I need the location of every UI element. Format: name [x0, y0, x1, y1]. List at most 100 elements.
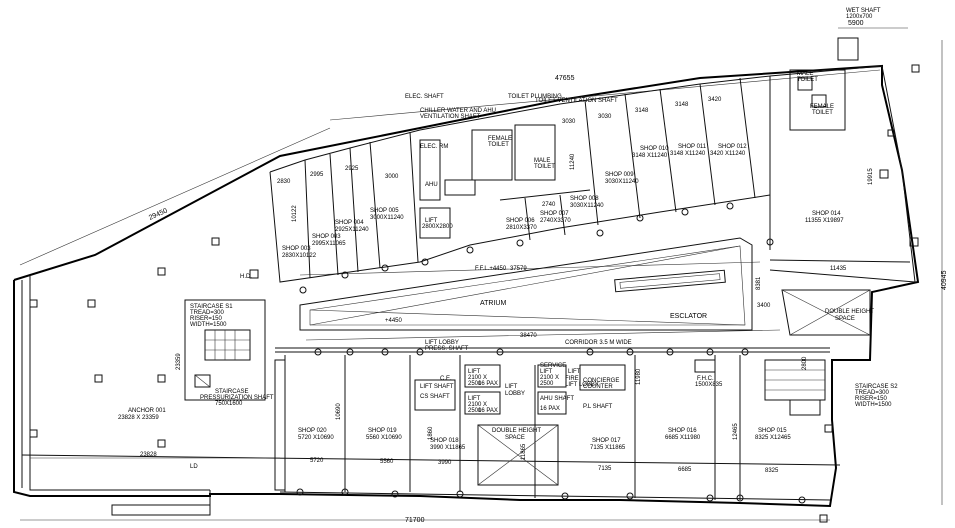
- shop-label: SHOP 004: [335, 220, 364, 226]
- dim-top-right: 5900: [848, 20, 864, 27]
- dimension-lines: [19, 27, 943, 521]
- lift-size2: 2500: [540, 381, 554, 387]
- elec-shaft-label: ELEC. SHAFT: [405, 94, 444, 100]
- lift-label: LIFT: [540, 369, 553, 375]
- dim-3148a: 3148: [635, 108, 649, 114]
- shop-label: SHOP 005: [370, 208, 399, 214]
- wet-shaft-size: 1200x700: [846, 14, 873, 20]
- chiller-label: CHILLER WATER AND AHU: [420, 108, 496, 114]
- shop-label: SHOP 014: [812, 211, 841, 217]
- dim-2995: 2995: [310, 172, 324, 178]
- dim-b-8325: 8325: [765, 468, 779, 474]
- chiller-label-b: VENTILATION SHAFT: [420, 114, 481, 120]
- dim-b-5560: 5560: [380, 459, 394, 465]
- shop-size: 3148 X11240: [670, 151, 706, 157]
- lift-size: 2100 X: [468, 375, 487, 381]
- shop-label: SHOP 011: [678, 144, 707, 150]
- shop-label: SHOP 003: [282, 246, 311, 252]
- lift-lobby-press-label: LIFT LOBBY: [425, 340, 459, 346]
- concierge-label: CONCIERGE: [583, 378, 619, 384]
- shop-size: 3000X11240: [370, 215, 404, 221]
- dim-10122: 10122: [292, 205, 298, 222]
- shop-label: SHOP 009: [605, 172, 634, 178]
- dim-11980: 11980: [636, 368, 642, 385]
- column-markers: [29, 64, 920, 523]
- double-height-label-b: SPACE: [505, 435, 525, 441]
- fire-lift-label-b: LIFT LOBBY: [565, 382, 599, 388]
- dim-3030b: 3030: [598, 114, 612, 120]
- ld-label: LD: [190, 464, 198, 470]
- fhc-label: F.H.C.: [697, 376, 714, 382]
- shop-size: 3030X11240: [605, 179, 639, 185]
- dim-3000: 3000: [385, 174, 399, 180]
- lift-pax: 16 PAX: [478, 381, 498, 387]
- dim-b-3990: 3990: [438, 460, 452, 466]
- lift-label: LIFT: [468, 369, 481, 375]
- dim-shop014-side: 19915: [868, 168, 874, 185]
- dim-2830: 2830: [277, 179, 291, 185]
- atrium: [299, 237, 871, 336]
- staircase-s1-riser: RISER=150: [190, 316, 223, 322]
- dim-2800: 2800: [802, 356, 808, 370]
- female-toilet-label: FEMALE: [488, 136, 512, 142]
- dim-12465: 12465: [733, 423, 739, 440]
- top-shops-block: [269, 37, 859, 283]
- shop-size: 2810X3370: [506, 225, 537, 231]
- dim-bottom-overall: 71700: [405, 517, 425, 524]
- ffl-label-2: +4450: [385, 318, 403, 324]
- lift-size: 2100 X: [468, 402, 487, 408]
- counter-label: COUNTER: [583, 384, 613, 390]
- shop-size: 23828 X 23359: [118, 415, 159, 421]
- service-lift-label-b: LIFT: [568, 369, 581, 375]
- fhc-size: 1500X835: [695, 382, 723, 388]
- shop-label: SHOP 017: [592, 438, 621, 444]
- toilet-plumbing-label: TOILET PLUMBING: [508, 94, 562, 100]
- press-shaft-label: PRESS. SHAFT: [425, 346, 469, 352]
- shop-label: SHOP 015: [758, 428, 787, 434]
- stair-press-label-c: 750X1600: [215, 401, 243, 407]
- shop-size: 8325 X12465: [755, 435, 791, 441]
- building-outline: [13, 64, 920, 516]
- lift-top-label: LIFT: [425, 218, 438, 224]
- lift-size2: 2500: [468, 408, 482, 414]
- ffl-label: F.F.L.+4450: [475, 266, 507, 272]
- dim-anchor-side: 23359: [176, 353, 182, 370]
- stair-press-label-b: PRESSURIZATION SHAFT: [200, 395, 274, 401]
- staircase-s2-riser: RISER=150: [855, 396, 888, 402]
- shop-size: 2925X11240: [335, 227, 369, 233]
- dim-10690: 10690: [336, 403, 342, 420]
- atrium-label: ATRIUM: [480, 300, 506, 307]
- dim-right-overall: 40945: [941, 270, 948, 290]
- dim-3400: 3400: [757, 303, 771, 309]
- cs-shaft-label: CS SHAFT: [420, 394, 450, 400]
- ce-shaft-label: C.E.: [440, 376, 452, 382]
- male-toilet-label-b: TOILET: [534, 164, 555, 170]
- ahu-label: AHU: [425, 182, 438, 188]
- female-toilet-label-b: TOILET: [488, 142, 509, 148]
- shop-size: 6685 X11980: [665, 435, 701, 441]
- shop-label: ANCHOR 001: [128, 408, 166, 414]
- dim-3148b: 3148: [675, 102, 689, 108]
- dim-11240: 11240: [570, 153, 576, 170]
- shop-size: 7135 X11865: [590, 445, 626, 451]
- staircase-s2-tread: TREAD=300: [855, 390, 890, 396]
- staircase-s2-width: WIDTH=1500: [855, 402, 892, 408]
- elec-rm-label: ELEC. RM: [420, 144, 448, 150]
- service-lift-label: SERVICE: [540, 363, 566, 369]
- hd-label: H.D.: [240, 274, 252, 280]
- shop-label: SHOP 020: [298, 428, 327, 434]
- shop-size: 5560 X10690: [366, 435, 402, 441]
- double-height-label: DOUBLE HEIGHT: [492, 428, 541, 434]
- labels: 47655 5900 40945 29450 71700 37579 38470…: [118, 8, 948, 524]
- lift-top-size: 2800X2800: [422, 224, 453, 230]
- lift-pax: 16 PAX: [540, 406, 560, 412]
- shop-014-block: [769, 65, 916, 283]
- dim-3420: 3420: [708, 97, 722, 103]
- shop-label: SHOP 008: [570, 196, 599, 202]
- corridor-label: CORRIDOR 3.5 M WIDE: [565, 340, 632, 346]
- lift-lobby-label: LIFT: [505, 384, 518, 390]
- dim-8381: 8381: [756, 276, 762, 290]
- shop-label: SHOP 019: [368, 428, 397, 434]
